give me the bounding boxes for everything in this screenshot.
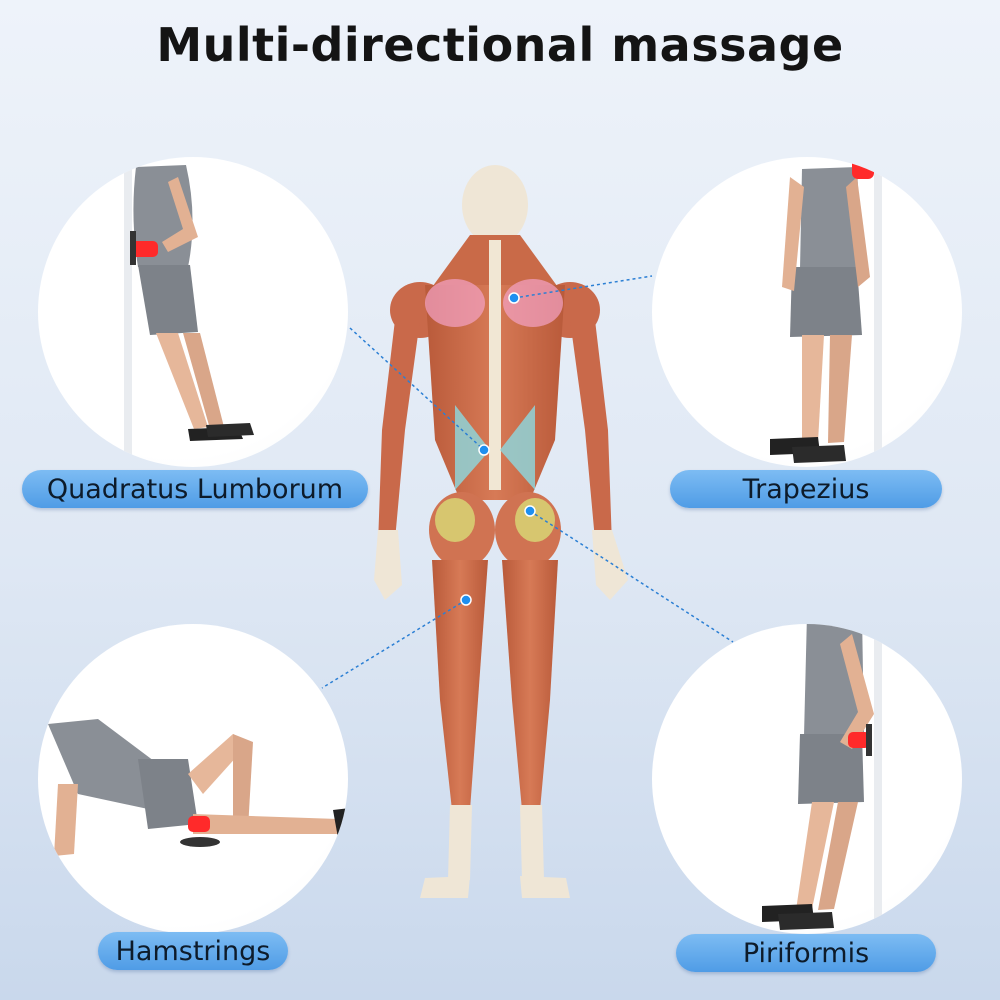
- person-piriformis-illustration: [762, 624, 882, 934]
- massager-glow-icon: [848, 732, 870, 748]
- massager-glow-icon: [130, 241, 158, 257]
- trapezius-connector: [513, 275, 653, 299]
- person-hamstrings-illustration: [48, 719, 348, 856]
- piriformis-scene-circle: [652, 624, 962, 934]
- trapezius-scene-circle: [652, 157, 962, 467]
- quadratus-dot-icon: [478, 444, 490, 456]
- label-quadratus-lumborum: Quadratus Lumborum: [22, 470, 368, 508]
- piriformis-connector: [529, 510, 734, 643]
- person-trapezius-illustration: [770, 157, 882, 467]
- connector-lines: [321, 275, 734, 689]
- massager-glow-icon: [188, 816, 210, 832]
- label-hamstrings: Hamstrings: [98, 932, 288, 970]
- hamstrings-connector: [321, 599, 467, 689]
- label-piriformis: Piriformis: [676, 934, 936, 972]
- piriformis-dot-icon: [524, 505, 536, 517]
- hamstrings-scene-circle: [38, 624, 348, 934]
- page-title: Multi-directional massage: [156, 18, 844, 72]
- trapezius-dot-icon: [508, 292, 520, 304]
- quadratus-connector: [349, 327, 485, 451]
- label-trapezius: Trapezius: [670, 470, 942, 508]
- hamstrings-dot-icon: [460, 594, 472, 606]
- massager-glow-icon: [852, 157, 874, 179]
- person-quadratus-illustration: [124, 157, 254, 467]
- skull-icon: [462, 165, 528, 245]
- quadratus-scene-circle: [38, 157, 348, 467]
